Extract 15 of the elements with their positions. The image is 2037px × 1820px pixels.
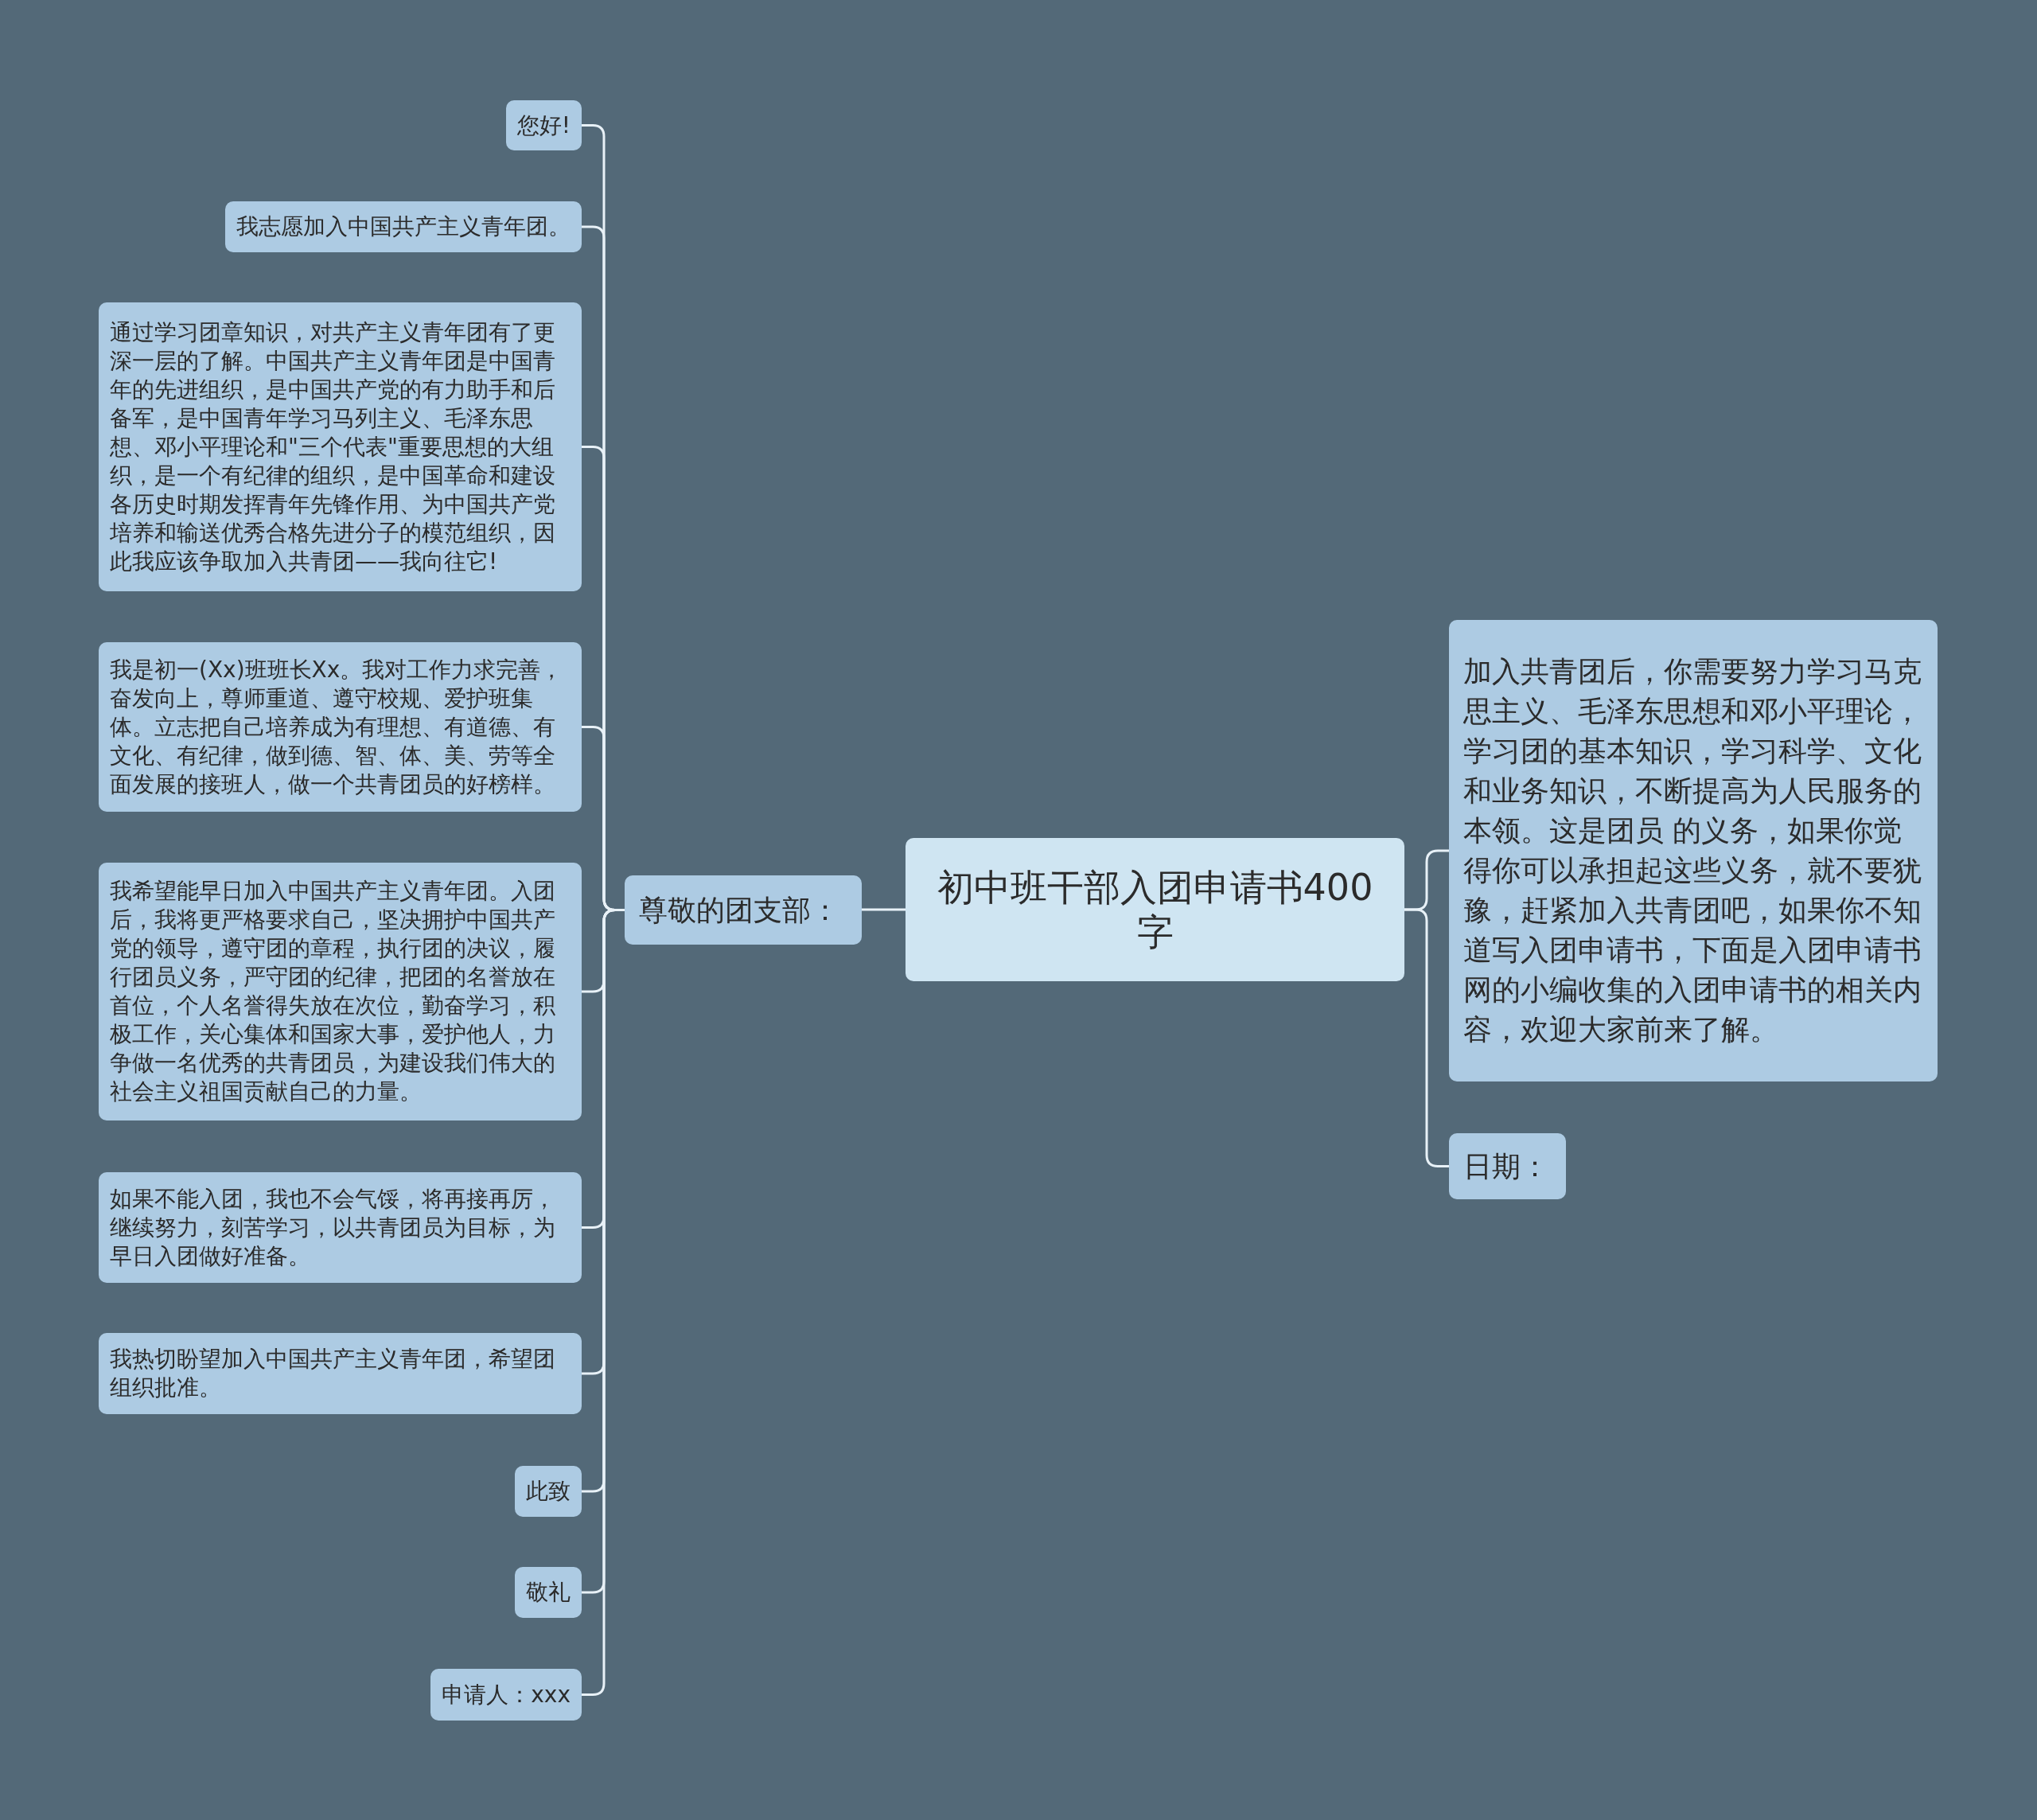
subtopic-box: 我志愿加入中国共产主义青年团。: [225, 201, 582, 252]
subtopic-box: 我希望能早日加入中国共产主义青年团。入团后，我将更严格要求自己，坚决拥护中国共产党的领导，遵守团的章程，执行团的决议，履行团员义务，严守团的纪律，把团的名誉放在首位，个人名誉得失放在次位，勤奋学习，积极工作，关心集体和国家大事，爱护他人，力争做一名优秀的共青团员，为建设我们伟大的社会主义祖国贡献自己的力量。: [99, 863, 582, 1120]
central-topic-box: 初中班干部入团申请书400字: [906, 838, 1404, 981]
subtopic-box: 如果不能入团，我也不会气馁，将再接再厉，继续努力，刻苦学习，以共青团员为目标，为早日入团做好准备。: [99, 1172, 582, 1283]
subtopic-box: 我是初一(Xx)班班长Xx。我对工作力求完善，奋发向上，尊师重道、遵守校规、爱护班集体。立志把自己培养成为有理想、有道德、有文化、有纪律，做到德、智、体、美、劳等全面发展的接班人，做一个共青团员的好榜样。: [99, 642, 582, 812]
subtopic-box: 此致: [515, 1466, 582, 1517]
topic-box: 日期：: [1449, 1133, 1566, 1199]
subtopic-box: 申请人：xxx: [430, 1669, 582, 1721]
subtopic-box: 我热切盼望加入中国共产主义青年团，希望团组织批准。: [99, 1333, 582, 1414]
subtopic-box: 您好!: [505, 100, 582, 150]
subtopic-box: 加入共青团后，你需要努力学习马克思主义、毛泽东思想和邓小平理论，学习团的基本知识，学习科学、文化和业务知识，不断提高为人民服务的本领。这是团员 的义务，如果你觉得你可以承担起这些义务，就不要犹豫，赶紧加入共青团吧，如果你不知道写入团申请书，下面是入团申请书网的小编收集的入团申请书的相关内容，欢迎大家前来了解。: [1449, 620, 1938, 1081]
subtopic-box: 敬礼: [515, 1567, 582, 1618]
subtopic-box: 通过学习团章知识，对共产主义青年团有了更深一层的了解。中国共产主义青年团是中国青年的先进组织，是中国共产党的有力助手和后备军，是中国青年学习马列主义、毛泽东思想、邓小平理论和"三个代表"重要思想的大组织，是一个有纪律的组织，是中国革命和建设各历史时期发挥青年先锋作用、为中国共产党培养和输送优秀合格先进分子的模范组织，因此我应该争取加入共青团——我向往它!: [99, 302, 582, 591]
connector-line: [862, 908, 906, 911]
topic-box: 尊敬的团支部：: [625, 875, 862, 945]
